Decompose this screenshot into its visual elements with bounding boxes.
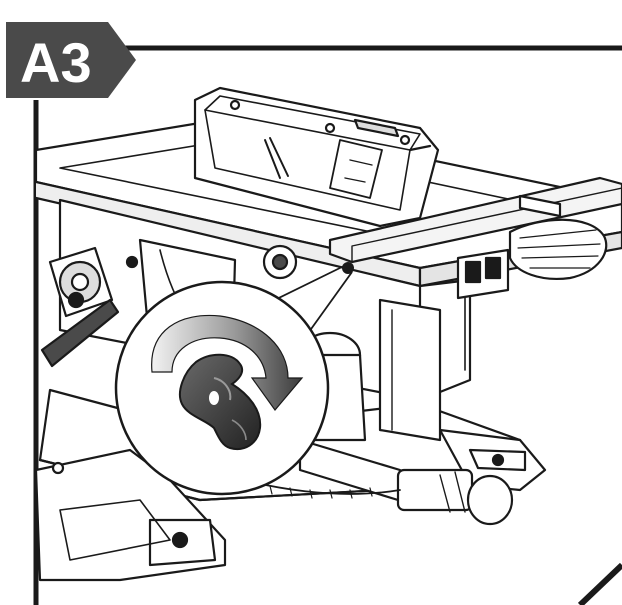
lock-point-marker bbox=[342, 262, 354, 274]
power-switch bbox=[456, 248, 510, 300]
blade-guard bbox=[193, 86, 440, 228]
step-label: A3 bbox=[20, 31, 92, 94]
step-badge: A3 bbox=[6, 22, 136, 98]
step-badge-shape bbox=[6, 22, 136, 98]
detail-callout bbox=[114, 280, 330, 496]
table-saw-drawing bbox=[36, 86, 622, 582]
clockwise-rotation-arrow-icon bbox=[151, 314, 304, 411]
lock-knob-icon bbox=[178, 353, 262, 450]
bevel-lock-assembly bbox=[40, 246, 120, 368]
motor-housing bbox=[508, 218, 608, 280]
